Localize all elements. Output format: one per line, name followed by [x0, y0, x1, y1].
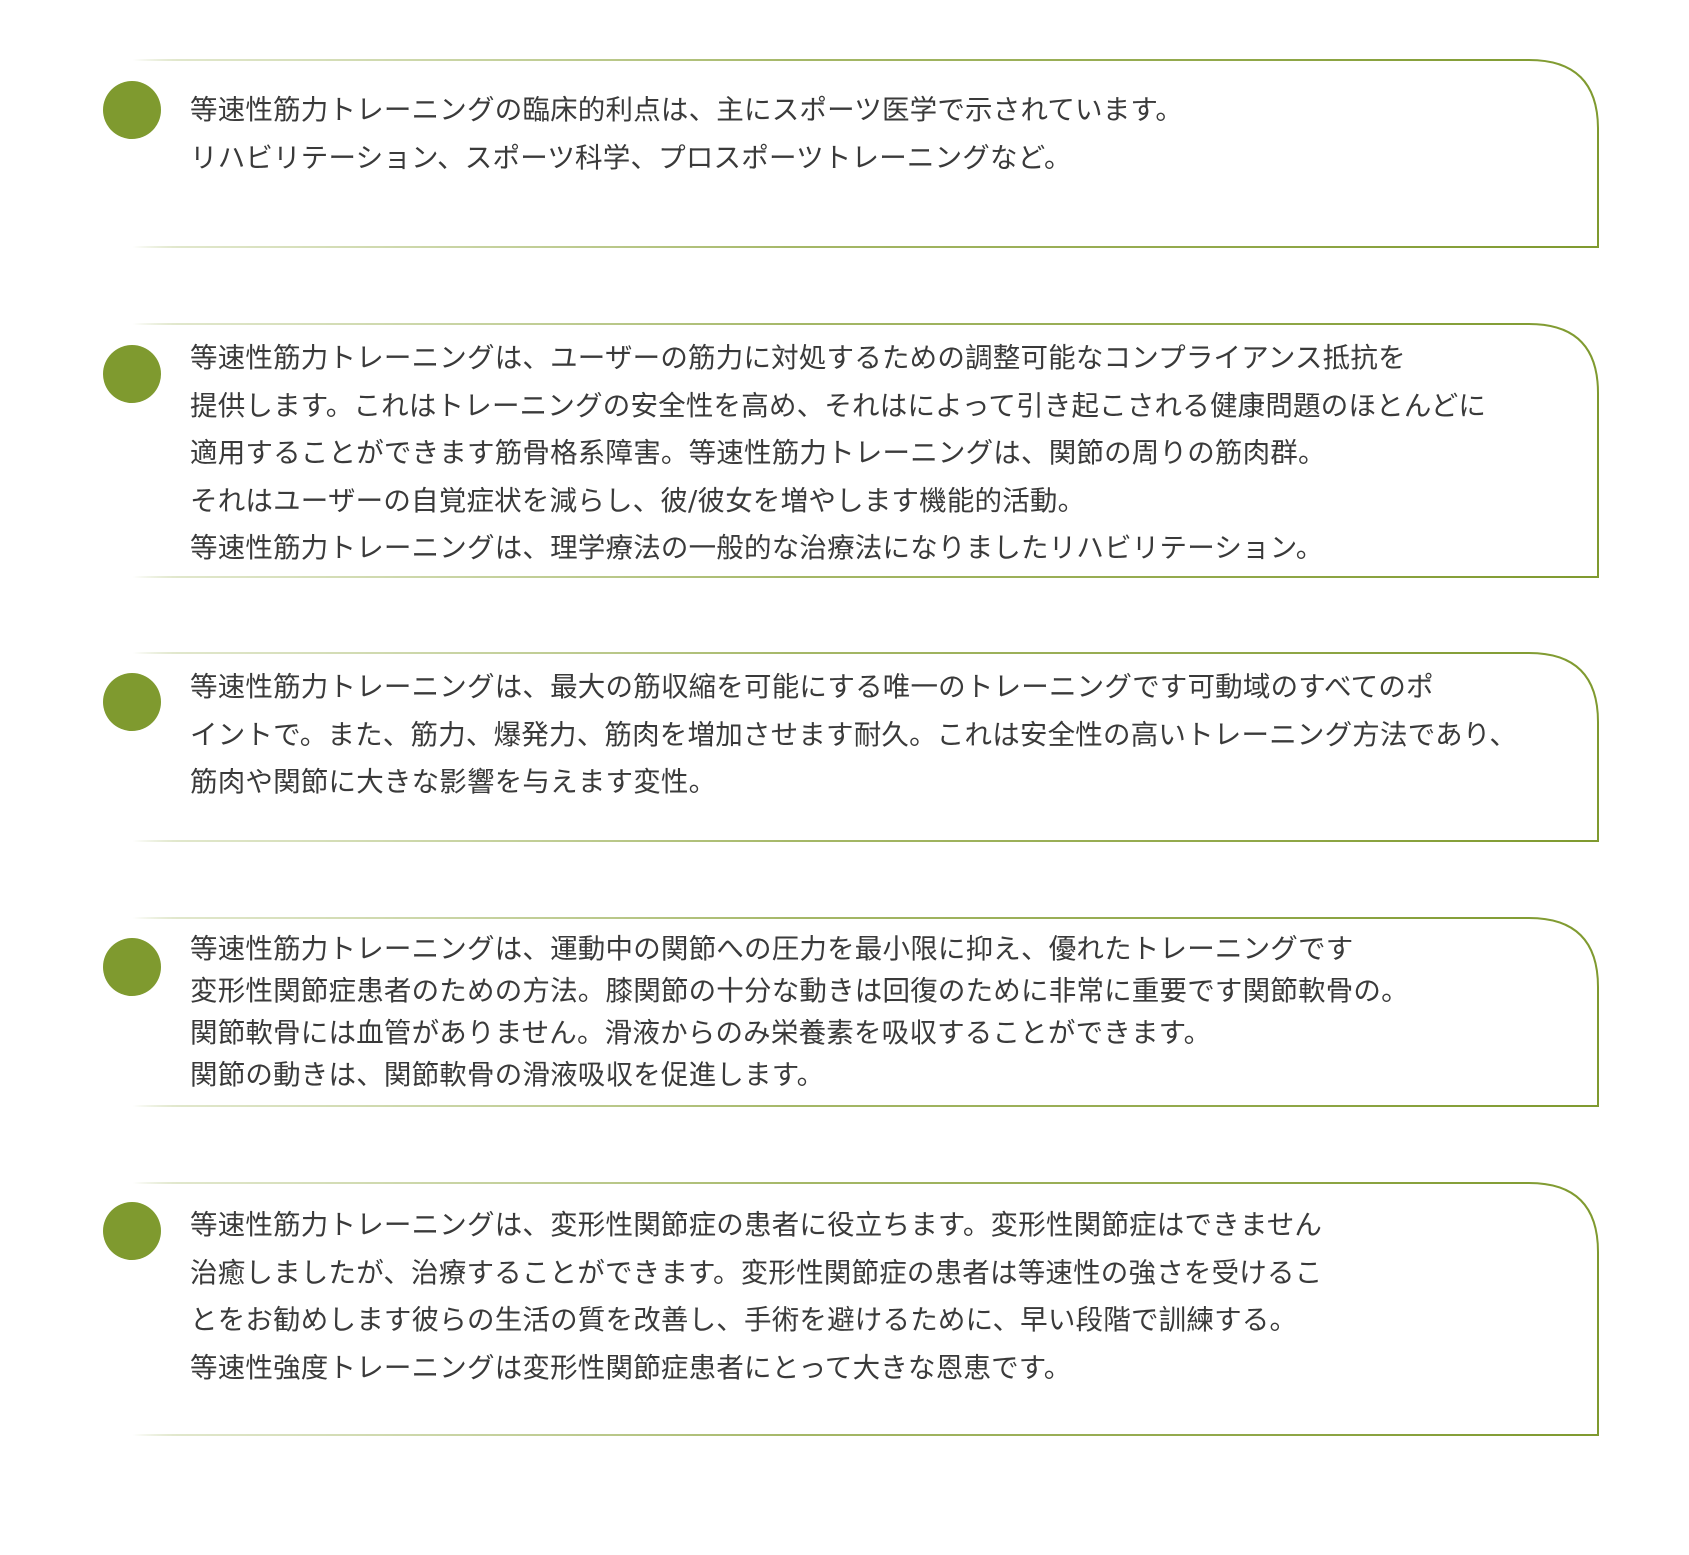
bullet-dot-icon [103, 345, 161, 403]
text-line: 等速性強度トレーニングは変形性関節症患者にとって大きな恩恵です。 [190, 1351, 1072, 1384]
card-text: 等速性筋力トレーニングは、運動中の関節への圧力を最小限に抑え、優れたトレーニング… [190, 928, 1559, 1096]
card-text: 等速性筋力トレーニングは、最大の筋収縮を可能にする唯一のトレーニングです可動域の… [190, 664, 1559, 807]
text-line: 等速性筋力トレーニングは、ユーザーの筋力に対処するための調整可能なコンプライアン… [190, 342, 1406, 374]
text-line: イントで。また、筋力、爆発力、筋肉を増加させます耐久。これは安全性の高いトレーニ… [190, 718, 1518, 751]
text-line: 等速性筋力トレーニングは、変形性関節症の患者に役立ちます。変形性関節症はできませ… [190, 1209, 1323, 1241]
bullet-dot-icon [103, 1202, 161, 1260]
card-text: 等速性筋力トレーニングの臨床的利点は、主にスポーツ医学で示されています。 リハビ… [190, 87, 1559, 182]
bullet-dot-icon [103, 938, 161, 996]
benefit-card-1: 等速性筋力トレーニングの臨床的利点は、主にスポーツ医学で示されています。 リハビ… [103, 59, 1599, 248]
benefit-card-2: 等速性筋力トレーニングは、ユーザーの筋力に対処するための調整可能なコンプライアン… [103, 323, 1599, 578]
text-line: 関節軟骨には血管がありません。滑液からのみ栄養素を吸収することができます。 [190, 1017, 1212, 1049]
card-frame [133, 59, 1599, 248]
text-line: 等速性筋力トレーニングは、最大の筋収縮を可能にする唯一のトレーニングです可動域の… [190, 671, 1434, 703]
benefit-card-3: 等速性筋力トレーニングは、最大の筋収縮を可能にする唯一のトレーニングです可動域の… [103, 652, 1599, 842]
text-line: 提供します。これはトレーニングの安全性を高め、それはによって引き起こされる健康問… [190, 389, 1487, 422]
text-line: 等速性筋力トレーニングは、運動中の関節への圧力を最小限に抑え、優れたトレーニング… [190, 933, 1354, 965]
card-frame [133, 917, 1599, 1107]
text-line: 変形性関節症患者のための方法。膝関節の十分な動きは回復のために非常に重要です関節… [190, 975, 1409, 1007]
card-text: 等速性筋力トレーニングは、変形性関節症の患者に役立ちます。変形性関節症はできませ… [190, 1202, 1559, 1392]
text-line: 関節の動きは、関節軟骨の滑液吸収を促進します。 [190, 1059, 825, 1091]
text-line: 等速性筋力トレーニングの臨床的利点は、主にスポーツ医学で示されています。 [190, 94, 1184, 126]
card-text: 等速性筋力トレーニングは、ユーザーの筋力に対処するための調整可能なコンプライアン… [190, 335, 1559, 573]
bullet-dot-icon [103, 673, 161, 731]
benefit-card-5: 等速性筋力トレーニングは、変形性関節症の患者に役立ちます。変形性関節症はできませ… [103, 1182, 1599, 1436]
card-frame [133, 652, 1599, 842]
card-frame [133, 323, 1599, 578]
text-line: それはユーザーの自覚症状を減らし、彼/彼女を増やします機能的活動。 [190, 484, 1086, 517]
text-line: とをお勧めします彼らの生活の質を改善し、手術を避けるために、早い段階で訓練する。 [190, 1304, 1298, 1336]
text-line: 筋肉や関節に大きな影響を与えます変性。 [190, 766, 717, 798]
text-line: 治癒しましたが、治療することができます。変形性関節症の患者は等速性の強さを受ける… [190, 1256, 1323, 1289]
text-line: 等速性筋力トレーニングは、理学療法の一般的な治療法になりましたリハビリテーション… [190, 532, 1324, 564]
text-line: 適用することができます筋骨格系障害。等速性筋力トレーニングは、関節の周りの筋肉群… [190, 437, 1326, 469]
bullet-dot-icon [103, 81, 161, 139]
benefit-card-4: 等速性筋力トレーニングは、運動中の関節への圧力を最小限に抑え、優れたトレーニング… [103, 917, 1599, 1107]
text-line: リハビリテーション、スポーツ科学、プロスポーツトレーニングなど。 [190, 141, 1072, 174]
card-frame [133, 1182, 1599, 1436]
